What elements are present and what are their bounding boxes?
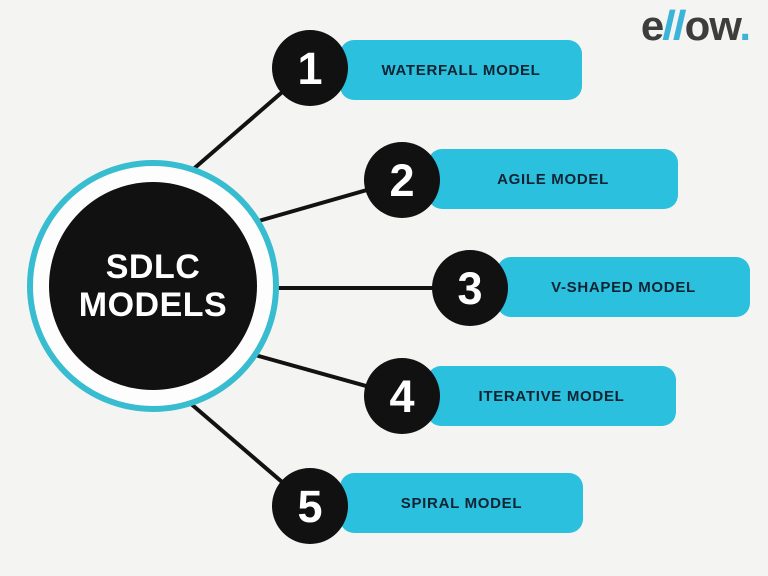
branch-label: SPIRAL MODEL bbox=[400, 494, 523, 512]
branch-number-circle-5: 5 bbox=[272, 468, 348, 544]
branch-number: 2 bbox=[389, 154, 415, 206]
branch-number-circle-2: 2 bbox=[364, 142, 440, 218]
branch-box-iterative: ITERATIVE MODEL bbox=[427, 366, 676, 426]
logo-letter-e: e bbox=[640, 2, 664, 49]
branch-number: 3 bbox=[457, 262, 483, 314]
hub-circle: SDLC MODELS bbox=[49, 182, 257, 390]
branch-number: 1 bbox=[297, 42, 323, 94]
branch-box-waterfall: WATERFALL MODEL bbox=[340, 40, 582, 100]
ellow-logo: ellow. bbox=[640, 2, 751, 50]
branch-label: AGILE MODEL bbox=[497, 170, 609, 188]
branch-number: 4 bbox=[389, 370, 415, 422]
logo-letters-ow: ow bbox=[684, 2, 741, 49]
logo-dot: . bbox=[739, 2, 751, 49]
hub-title-line2: MODELS bbox=[78, 286, 228, 324]
branch-label: WATERFALL MODEL bbox=[381, 61, 541, 79]
branch-label: ITERATIVE MODEL bbox=[478, 387, 625, 405]
branch-box-spiral: SPIRAL MODEL bbox=[340, 473, 583, 533]
branch-number-circle-3: 3 bbox=[432, 250, 508, 326]
branch-box-agile: AGILE MODEL bbox=[428, 149, 678, 209]
hub-title-line1: SDLC bbox=[105, 247, 201, 286]
branch-number-circle-4: 4 bbox=[364, 358, 440, 434]
branch-label: V-SHAPED MODEL bbox=[551, 278, 696, 296]
branch-number: 5 bbox=[297, 480, 323, 532]
branch-number-circle-1: 1 bbox=[272, 30, 348, 106]
branch-box-v-shaped: V-SHAPED MODEL bbox=[497, 257, 750, 317]
